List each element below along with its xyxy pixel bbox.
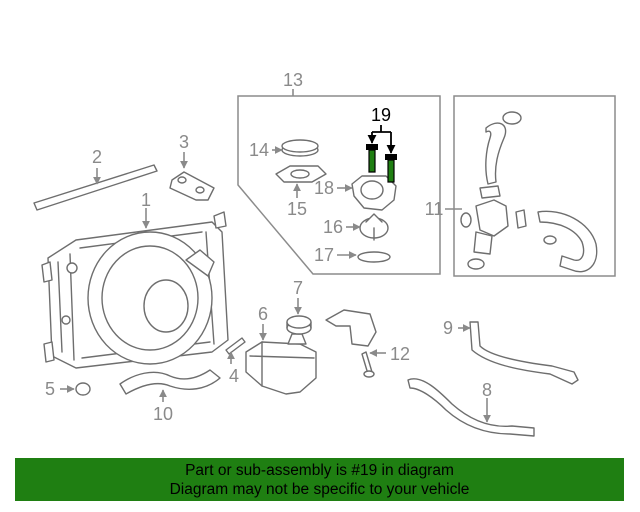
callout-4: 4 <box>229 366 239 386</box>
callout-13: 13 <box>283 70 303 90</box>
callout-18: 18 <box>314 178 334 198</box>
seal-strip <box>33 164 158 211</box>
coolant-reservoir <box>245 333 317 395</box>
callout-17: 17 <box>314 245 334 265</box>
callout-3: 3 <box>179 132 189 152</box>
heater-hose-8 <box>407 378 535 437</box>
callout-8: 8 <box>482 380 492 400</box>
callout-1: 1 <box>141 190 151 210</box>
bracket-12 <box>325 309 377 378</box>
reservoir-cap <box>286 315 312 335</box>
group-box-13 <box>237 95 441 275</box>
callout-16: 16 <box>323 217 343 237</box>
callout-5: 5 <box>45 379 55 399</box>
parts-diagram: 1 2 3 4 5 6 7 8 9 10 11 12 13 14 15 16 1… <box>33 70 616 437</box>
callout-15: 15 <box>287 199 307 219</box>
o-ring-17 <box>357 251 391 263</box>
hose-9 <box>469 321 579 385</box>
thermostat-16 <box>359 213 389 241</box>
callout-11: 11 <box>425 199 444 219</box>
callout-19: 19 <box>371 105 391 125</box>
thermostat-housing-18 <box>351 175 397 211</box>
callout-2: 2 <box>92 147 102 167</box>
callout-14: 14 <box>249 140 269 160</box>
group-box-11 <box>453 95 616 277</box>
callout-12: 12 <box>390 344 410 364</box>
gasket-15 <box>275 165 327 183</box>
hose-assembly-11 <box>460 111 598 273</box>
callout-7: 7 <box>293 278 303 298</box>
o-ring-5 <box>75 382 91 396</box>
callout-9: 9 <box>443 318 453 338</box>
bolts-19 <box>366 144 397 183</box>
radiator <box>41 211 229 369</box>
upper-bracket <box>169 171 215 201</box>
lower-hose-10 <box>119 369 221 395</box>
seal-ring-14 <box>281 139 319 157</box>
info-banner: Part or sub-assembly is #19 in diagram D… <box>15 458 624 501</box>
banner-line-2: Diagram may not be specific to your vehi… <box>169 481 470 498</box>
banner-line-1: Part or sub-assembly is #19 in diagram <box>185 462 454 479</box>
callout-10: 10 <box>153 404 173 424</box>
bolt-4 <box>225 337 246 355</box>
callout-6: 6 <box>258 304 268 324</box>
